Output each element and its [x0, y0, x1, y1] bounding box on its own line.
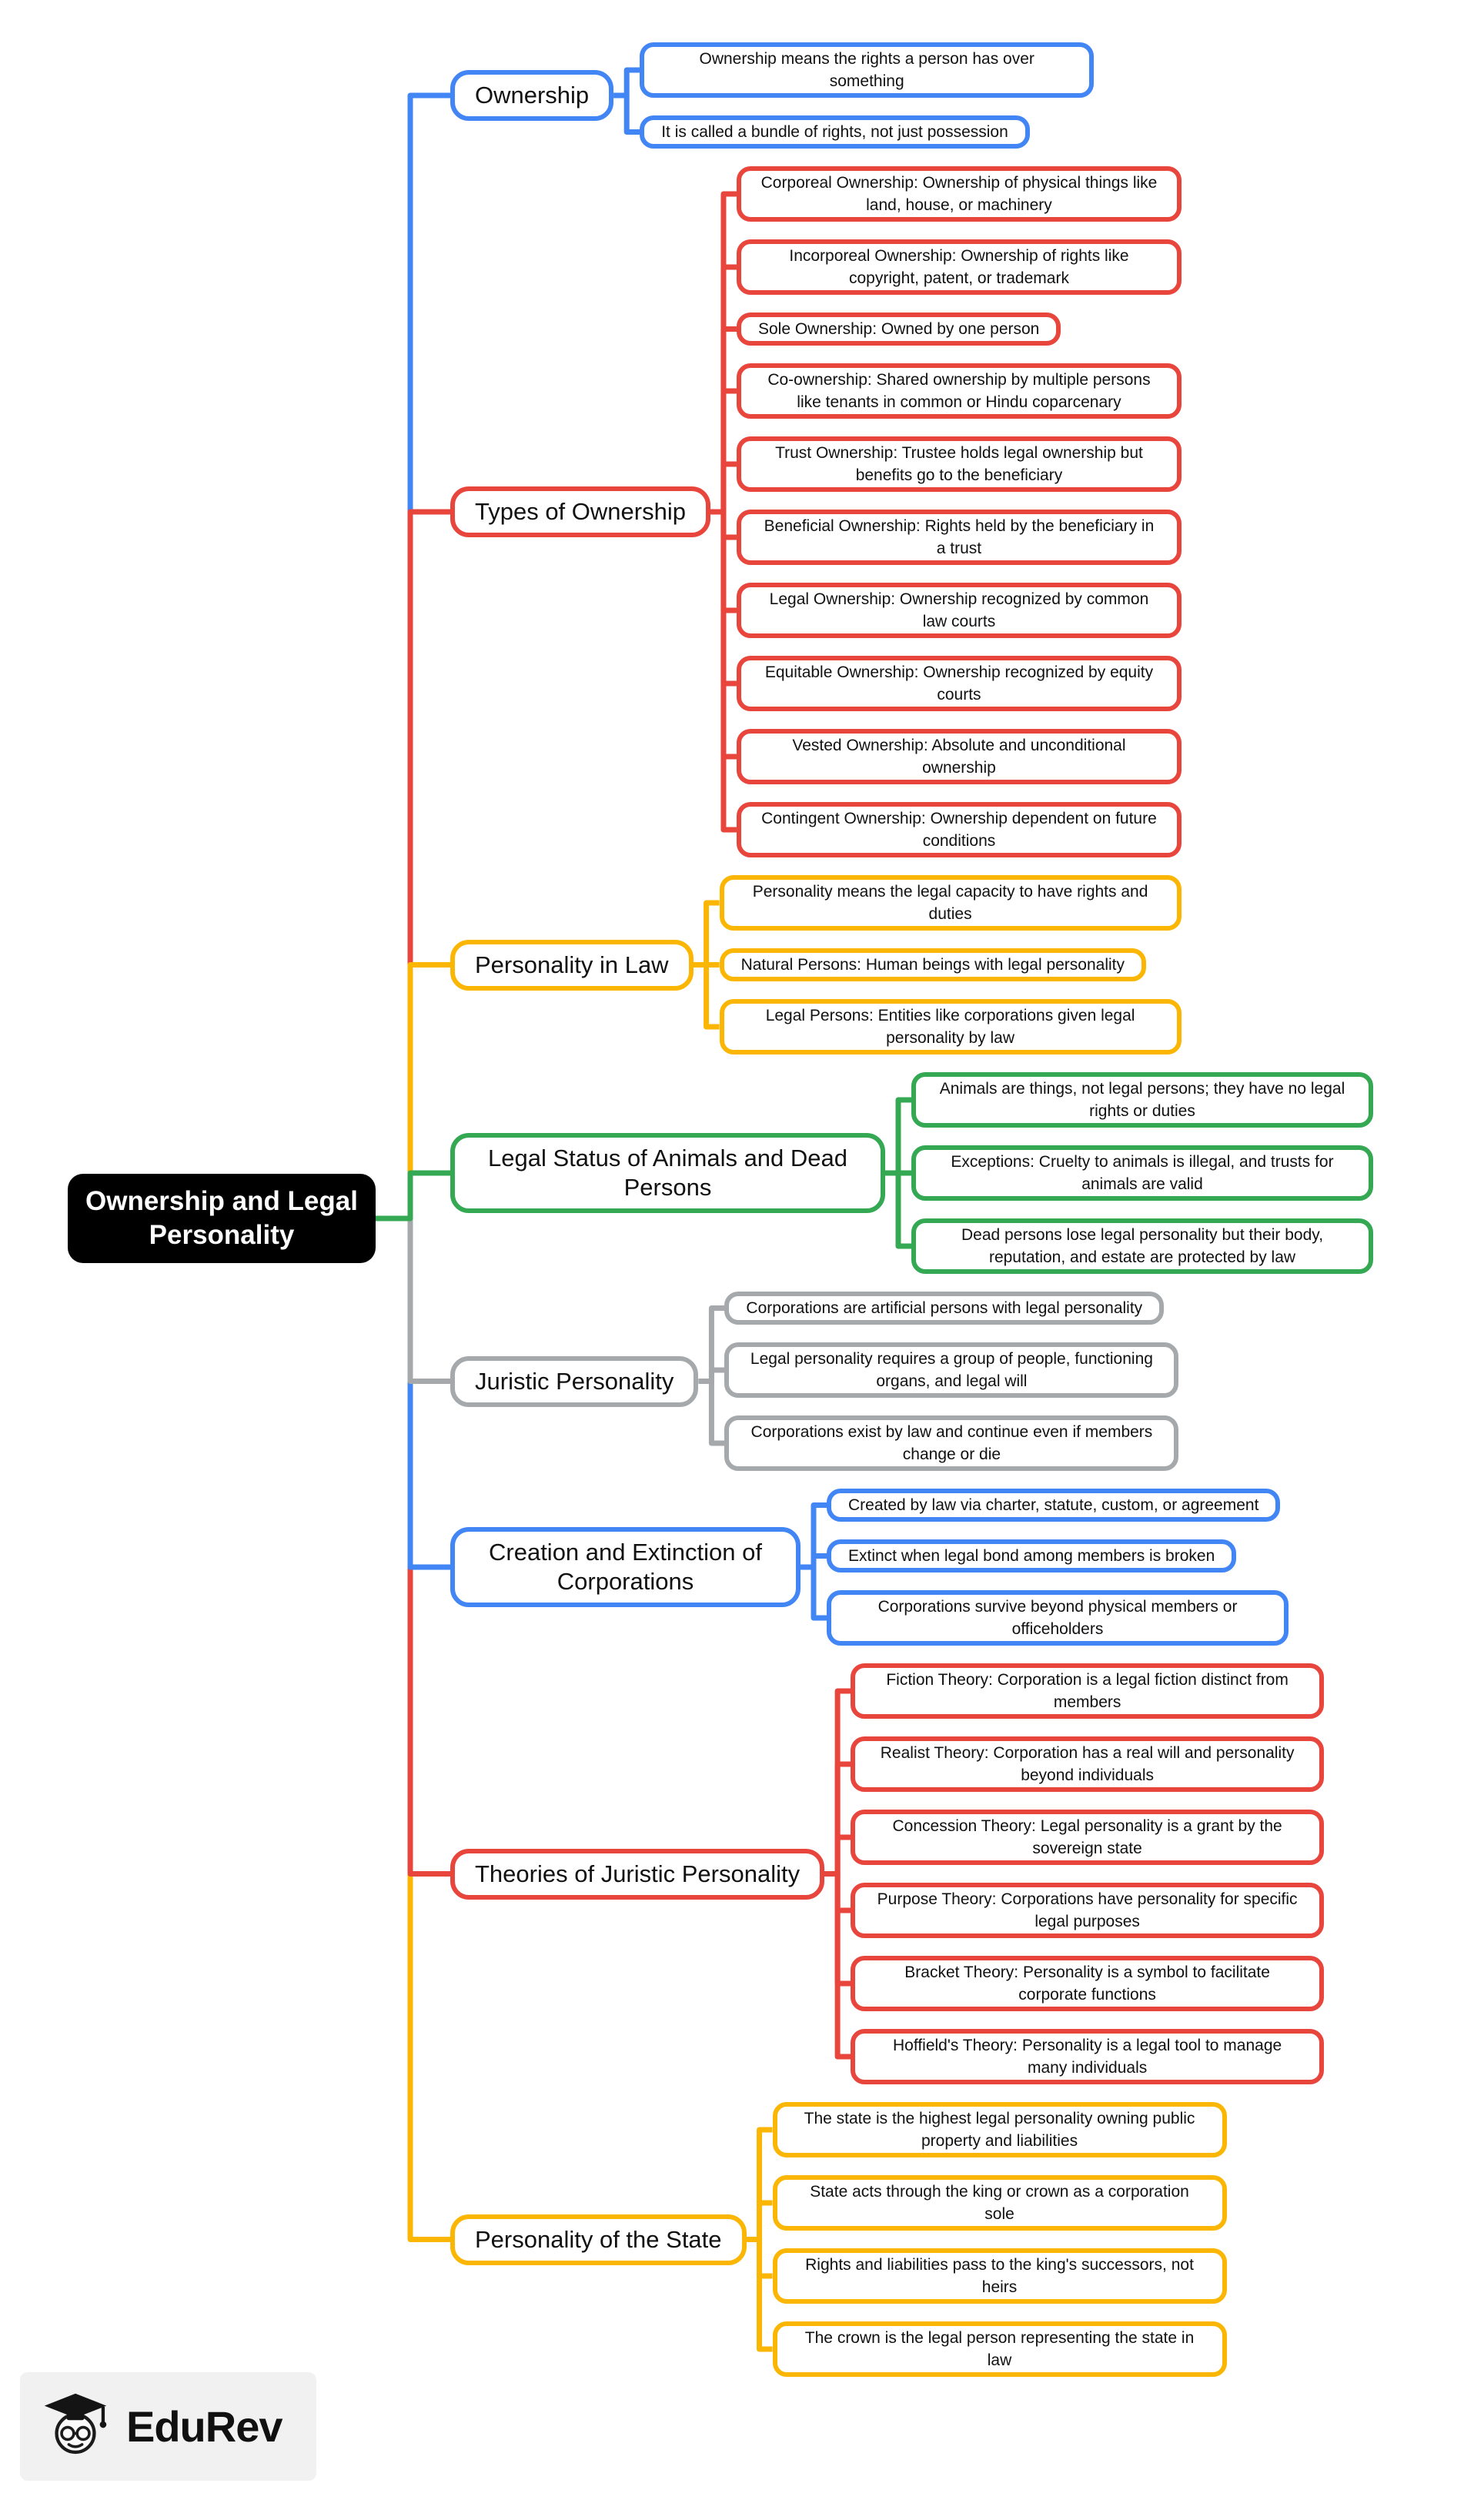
leaf-node: Legal Ownership: Ownership recognized by…	[736, 583, 1182, 638]
leaf-node: Natural Persons: Human beings with legal…	[719, 948, 1146, 981]
leaf-node: Purpose Theory: Corporations have person…	[851, 1883, 1325, 1938]
leaf-node: It is called a bundle of rights, not jus…	[640, 115, 1030, 149]
leaf-node: Sole Ownership: Owned by one person	[736, 312, 1061, 346]
root-node: Ownership and Legal Personality	[68, 1174, 376, 1263]
leaf-node: The state is the highest legal personali…	[772, 2102, 1227, 2157]
leaf-node: Corporations exist by law and continue e…	[724, 1415, 1179, 1471]
leaf-node: Contingent Ownership: Ownership dependen…	[736, 802, 1182, 857]
leaf-node: Corporeal Ownership: Ownership of physic…	[736, 166, 1182, 222]
leaf-node: Incorporeal Ownership: Ownership of righ…	[736, 239, 1182, 295]
branch-node-theories-of-juristic-personality: Theories of Juristic Personality	[450, 1848, 825, 1900]
branch-types-of-ownership: Types of Ownership Corporeal Ownership: …	[0, 166, 1373, 857]
leaf-node: Corporations are artificial persons with…	[724, 1292, 1165, 1325]
leaf-node: Concession Theory: Legal personality is …	[851, 1810, 1325, 1865]
branch-personality-in-law: Personality in Law Personality means the…	[0, 875, 1373, 1054]
branch-node-personality-of-the-state: Personality of the State	[450, 2214, 747, 2265]
branch-node-legal-status-of-animals-and-dead-persons: Legal Status of Animals and Dead Persons	[450, 1133, 885, 1213]
leaf-node: Rights and liabilities pass to the king'…	[772, 2248, 1227, 2304]
leaf-group: Corporeal Ownership: Ownership of physic…	[736, 166, 1182, 857]
branch-theories-of-juristic-personality: Theories of Juristic Personality Fiction…	[0, 1663, 1373, 2084]
leaf-group: Personality means the legal capacity to …	[719, 875, 1182, 1054]
graduation-cap-icon	[40, 2389, 111, 2464]
leaf-node: Exceptions: Cruelty to animals is illega…	[911, 1145, 1373, 1201]
leaf-node: Co-ownership: Shared ownership by multip…	[736, 363, 1182, 419]
leaf-node: Legal personality requires a group of pe…	[724, 1342, 1179, 1398]
leaf-node: Dead persons lose legal personality but …	[911, 1218, 1373, 1274]
leaf-node: Personality means the legal capacity to …	[719, 875, 1182, 931]
leaf-group: Ownership means the rights a person has …	[640, 42, 1095, 149]
edurev-logo-text: EduRev	[126, 2402, 282, 2451]
branch-personality-of-the-state: Personality of the State The state is th…	[0, 2102, 1373, 2377]
leaf-node: Bracket Theory: Personality is a symbol …	[851, 1956, 1325, 2011]
leaf-node: Beneficial Ownership: Rights held by the…	[736, 510, 1182, 565]
branch-creation-and-extinction-of-corporations: Creation and Extinction of Corporations …	[0, 1489, 1373, 1646]
leaf-node: The crown is the legal person representi…	[772, 2321, 1227, 2377]
leaf-node: Animals are things, not legal persons; t…	[911, 1072, 1373, 1128]
leaf-node: Created by law via charter, statute, cus…	[827, 1489, 1281, 1522]
leaf-node: Ownership means the rights a person has …	[640, 42, 1095, 98]
leaf-node: State acts through the king or crown as …	[772, 2175, 1227, 2231]
leaf-node: Corporations survive beyond physical mem…	[827, 1590, 1288, 1646]
leaf-node: Extinct when legal bond among members is…	[827, 1539, 1237, 1572]
leaf-group: Fiction Theory: Corporation is a legal f…	[851, 1663, 1325, 2084]
branch-node-ownership: Ownership	[450, 70, 614, 121]
leaf-group: Animals are things, not legal persons; t…	[911, 1072, 1373, 1274]
branch-node-personality-in-law: Personality in Law	[450, 939, 694, 991]
leaf-group: Corporations are artificial persons with…	[724, 1292, 1179, 1471]
branch-juristic-personality: Juristic Personality Corporations are ar…	[0, 1292, 1373, 1471]
leaf-group: The state is the highest legal personali…	[772, 2102, 1227, 2377]
branches-container: Ownership Ownership means the rights a p…	[0, 42, 1373, 2377]
leaf-node: Hoffield's Theory: Personality is a lega…	[851, 2029, 1325, 2084]
branch-legal-status-of-animals-and-dead-persons: Legal Status of Animals and Dead Persons…	[0, 1072, 1373, 1274]
leaf-node: Equitable Ownership: Ownership recognize…	[736, 656, 1182, 711]
leaf-node: Vested Ownership: Absolute and unconditi…	[736, 729, 1182, 784]
leaf-group: Created by law via charter, statute, cus…	[827, 1489, 1288, 1646]
branch-node-types-of-ownership: Types of Ownership	[450, 486, 710, 537]
leaf-node: Trust Ownership: Trustee holds legal own…	[736, 436, 1182, 492]
leaf-node: Legal Persons: Entities like corporation…	[719, 999, 1182, 1054]
edurev-logo[interactable]: EduRev	[20, 2372, 316, 2481]
branch-node-creation-and-extinction-of-corporations: Creation and Extinction of Corporations	[450, 1527, 801, 1607]
leaf-node: Fiction Theory: Corporation is a legal f…	[851, 1663, 1325, 1719]
branch-ownership: Ownership Ownership means the rights a p…	[0, 42, 1373, 149]
leaf-node: Realist Theory: Corporation has a real w…	[851, 1736, 1325, 1792]
branch-node-juristic-personality: Juristic Personality	[450, 1355, 699, 1407]
